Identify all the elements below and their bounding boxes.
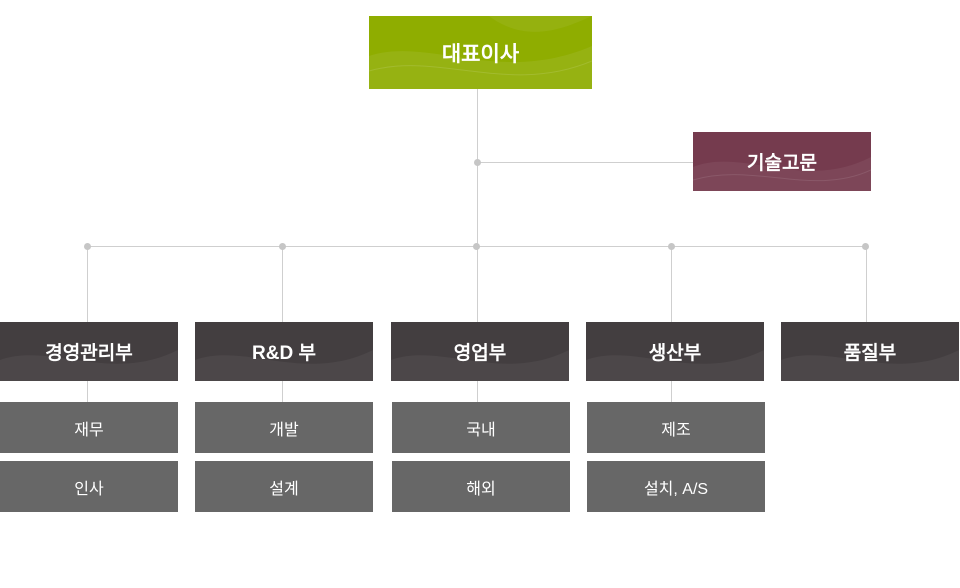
team-box: 설치, A/S	[587, 461, 765, 512]
team-label: 제조	[661, 421, 691, 439]
ceo-connector	[477, 89, 478, 322]
department-box: 영업부	[391, 322, 569, 381]
swoosh-decoration	[391, 350, 569, 381]
team-box: 재무	[0, 402, 178, 453]
team-box: 해외	[392, 461, 570, 512]
team-box: 설계	[195, 461, 373, 512]
junction-dot	[84, 243, 91, 250]
team-box: 인사	[0, 461, 178, 512]
junction-dot	[668, 243, 675, 250]
team-box: 국내	[392, 402, 570, 453]
advisor-connector	[478, 162, 693, 163]
team-connector	[671, 381, 672, 402]
department-label: 영업부	[453, 343, 507, 364]
department-drop-line	[866, 247, 867, 322]
team-box: 제조	[587, 402, 765, 453]
team-label: 개발	[269, 421, 299, 439]
junction-dot-advisor	[474, 159, 481, 166]
swoosh-decoration	[693, 157, 871, 191]
team-box: 개발	[195, 402, 373, 453]
swoosh-decoration	[195, 350, 373, 381]
team-label: 인사	[74, 480, 104, 498]
department-drop-line	[671, 247, 672, 322]
department-drop-line	[87, 247, 88, 322]
department-label: R&D 부	[252, 343, 316, 364]
swoosh-decoration	[369, 16, 592, 89]
department-box: 경영관리부	[0, 322, 178, 381]
junction-dot	[473, 243, 480, 250]
department-box: R&D 부	[195, 322, 373, 381]
team-label: 국내	[466, 421, 496, 439]
swoosh-decoration	[586, 350, 764, 381]
junction-dot	[862, 243, 869, 250]
team-label: 해외	[466, 480, 496, 498]
team-connector	[477, 381, 478, 402]
team-connector	[282, 381, 283, 402]
department-box: 품질부	[781, 322, 959, 381]
advisor-box: 기술고문	[693, 132, 871, 191]
team-label: 재무	[74, 421, 104, 439]
ceo-box: 대표이사	[369, 16, 592, 89]
team-label: 설계	[269, 480, 299, 498]
department-label: 생산부	[648, 343, 702, 364]
advisor-label: 기술고문	[747, 153, 817, 174]
junction-dot	[279, 243, 286, 250]
team-label: 설치, A/S	[643, 480, 709, 498]
swoosh-decoration	[781, 350, 959, 381]
swoosh-decoration	[0, 350, 178, 381]
ceo-label: 대표이사	[441, 42, 520, 66]
department-drop-line	[282, 247, 283, 322]
team-connector	[87, 381, 88, 402]
department-box: 생산부	[586, 322, 764, 381]
department-label: 경영관리부	[45, 343, 133, 364]
department-label: 품질부	[843, 343, 897, 364]
